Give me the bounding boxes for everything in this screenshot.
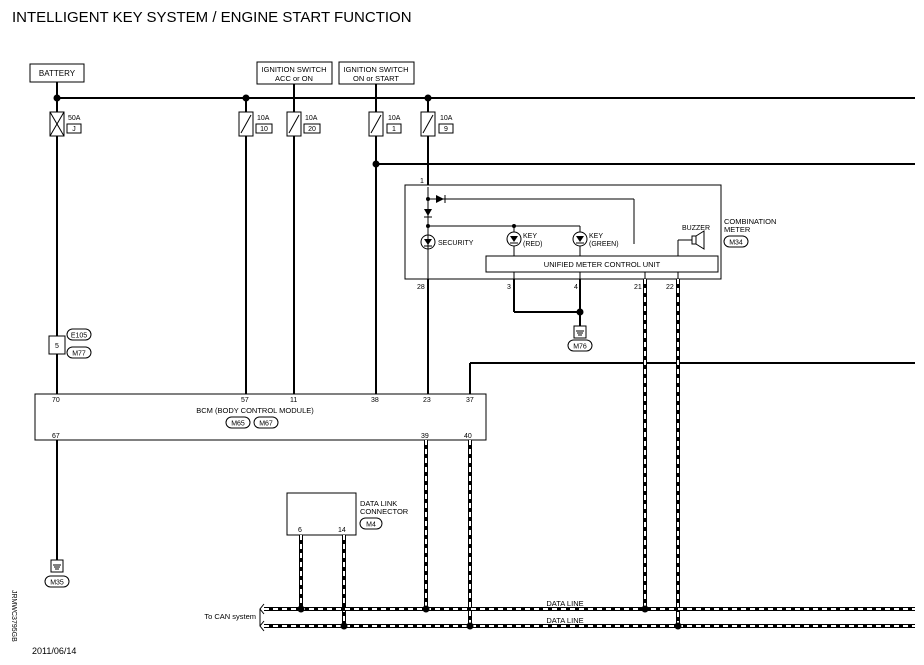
ground-symbol-bcm-icon [50, 559, 64, 573]
key-green-label-1: KEY [589, 233, 603, 240]
battery-label: BATTERY [39, 69, 76, 78]
bcm-pin-39: 39 [421, 433, 429, 440]
data-line-label-2: DATA LINE [546, 616, 583, 625]
dlc-label-2: CONNECTOR [360, 507, 409, 516]
security-lamp-icon [420, 234, 436, 250]
meter-pin-4: 4 [574, 284, 578, 291]
bcm-pin-57: 57 [241, 397, 249, 404]
meter-ground-wires [513, 279, 584, 326]
joint-lower-id: M77 [72, 351, 86, 358]
ignition-switch-acc-box: IGNITION SWITCH ACC or ON [256, 61, 333, 85]
combination-meter: 1 SECURITY KEY (RED) [404, 178, 722, 280]
combination-meter-connector: M34 [729, 240, 743, 247]
can-arrow-icon [259, 603, 265, 632]
bcm-pin-38: 38 [371, 397, 379, 404]
joint-connector: 5 E105 M77 [48, 328, 92, 359]
ignition-on-label-2: ON or START [353, 74, 399, 83]
joint-upper-id: E105 [71, 333, 87, 340]
buzzer-label: BUZZER [682, 225, 710, 232]
bcm-pin-40: 40 [464, 433, 472, 440]
data-link-connector: 6 14 [286, 492, 357, 536]
bcm-module: 70 57 11 38 23 37 BCM (BODY CONTROL MODU… [34, 393, 487, 441]
bcm-pin-23: 23 [423, 397, 431, 404]
combination-meter-label-2: METER [724, 225, 751, 234]
fuse-10a-1: 10A 1 [368, 98, 402, 137]
security-label: SECURITY [438, 240, 474, 247]
ground-bcm-connector: M35 [50, 580, 64, 587]
ignition-acc-label-1: IGNITION SWITCH [262, 65, 327, 74]
power-wires [53, 82, 915, 112]
bcm-pin-70: 70 [52, 397, 60, 404]
bcm-pin-67: 67 [52, 433, 60, 440]
fuse-9-amps: 10A [440, 115, 453, 122]
unified-meter-control-unit: UNIFIED METER CONTROL UNIT [544, 260, 661, 269]
meter-pin-21: 21 [634, 284, 642, 291]
buzzer-icon [691, 230, 705, 250]
diagram-date: 2011/06/14 [32, 646, 76, 656]
fuse-9-id: 9 [444, 126, 448, 133]
to-can-label: To CAN system [204, 612, 256, 621]
diagram-title: INTELLIGENT KEY SYSTEM / ENGINE START FU… [12, 9, 412, 26]
bcm-pin-37: 37 [466, 397, 474, 404]
fuse-10a-20: 10A 20 [286, 98, 321, 137]
fuse-10-id: 10 [260, 126, 268, 133]
bcm-connector-b: M67 [259, 421, 273, 428]
battery-box: BATTERY [29, 63, 85, 83]
meter-pin-1: 1 [420, 178, 424, 185]
combination-meter-label-1: COMBINATION [724, 217, 776, 226]
bcm-pin-11: 11 [290, 397, 297, 404]
fuse-50a: 50A J [49, 111, 82, 137]
key-red-label-1: KEY [523, 233, 537, 240]
ground-symbol-meter-icon [573, 325, 587, 339]
joint-pin: 5 [55, 343, 59, 350]
ignition-on-label-1: IGNITION SWITCH [344, 65, 409, 74]
ignition-acc-label-2: ACC or ON [275, 74, 313, 83]
fuse-50a-id: J [72, 126, 76, 133]
ignition-switch-on-box: IGNITION SWITCH ON or START [338, 61, 415, 85]
fuse-1-id: 1 [392, 126, 396, 133]
fuse-50a-amps: 50A [68, 115, 81, 122]
dlc-pin-6: 6 [298, 527, 302, 534]
fuse-20-amps: 10A [305, 115, 318, 122]
ground-meter-connector: M76 [573, 344, 587, 351]
meter-pin-3: 3 [507, 284, 511, 291]
dlc-pin-14: 14 [338, 527, 346, 534]
meter-pin-22: 22 [666, 284, 674, 291]
bcm-connector-a: M65 [231, 421, 245, 428]
supply-wires [56, 136, 915, 394]
fuse-10a-10: 10A 10 [238, 111, 273, 137]
fuse-1-amps: 10A [388, 115, 401, 122]
fuse-10-amps: 10A [257, 115, 270, 122]
bcm-label: BCM (BODY CONTROL MODULE) [196, 406, 314, 415]
key-green-label-2: (GREEN) [589, 241, 619, 248]
meter-pin-28: 28 [417, 284, 425, 291]
can-data-lines [264, 279, 915, 630]
key-red-label-2: (RED) [523, 241, 542, 248]
data-line-label-1: DATA LINE [546, 599, 583, 608]
fuse-20-id: 20 [308, 126, 316, 133]
figure-id: JRMWC3795GB [10, 590, 17, 642]
fuse-10a-9: 10A 9 [420, 111, 454, 137]
dlc-label-1: DATA LINK [360, 499, 397, 508]
dlc-connector: M4 [366, 522, 376, 529]
